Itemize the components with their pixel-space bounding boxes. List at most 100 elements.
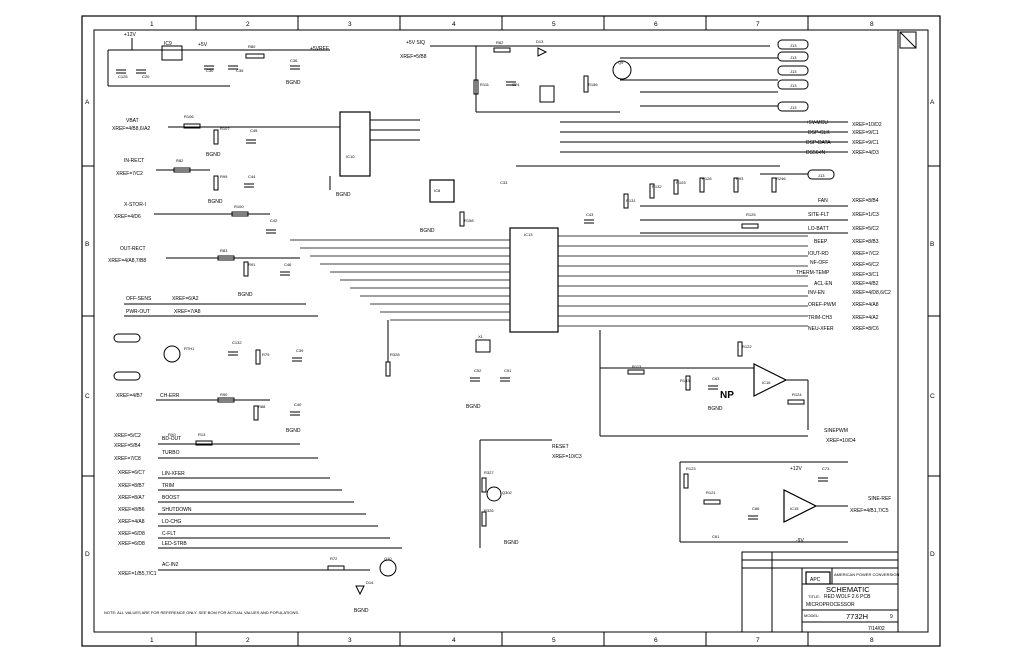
svg-text:RTH1: RTH1 (184, 346, 195, 351)
svg-text:XREF=6/C7: XREF=6/C7 (118, 470, 145, 476)
svg-text:2: 2 (246, 637, 250, 644)
svg-text:R122: R122 (742, 344, 752, 349)
svg-text:XREF=10/C3: XREF=10/C3 (552, 454, 582, 460)
svg-text:7: 7 (756, 637, 760, 644)
regulator-ic9 (161, 45, 183, 61)
sig-turbo: TURBO (162, 450, 180, 456)
svg-text:J13: J13 (790, 55, 797, 60)
row-markers: A B C D A B C D (82, 99, 940, 558)
svg-text:R90: R90 (220, 392, 228, 397)
svg-text:R93: R93 (736, 176, 744, 181)
v5siq-label: +5V SIQ (406, 40, 425, 46)
svg-text:BGND: BGND (206, 152, 221, 158)
xref-5v: XREF=5/B8 (400, 54, 427, 60)
q9-label: Q9 (618, 60, 624, 65)
svg-text:XREF=5/C2: XREF=5/C2 (114, 433, 141, 439)
svg-text:XREF=10/D4: XREF=10/D4 (826, 438, 856, 444)
svg-text:R107: R107 (220, 126, 230, 131)
svg-text:BGND: BGND (238, 292, 253, 298)
sig-site-flt: SITE-FLT (808, 212, 829, 218)
svg-text:R83: R83 (220, 248, 228, 253)
svg-text:XREF=8/B4: XREF=8/B4 (852, 198, 879, 204)
ic13-label: IC13 (524, 232, 533, 237)
svg-text:J13: J13 (790, 83, 797, 88)
svg-text:BGND: BGND (286, 428, 301, 434)
svg-text:R113: R113 (632, 364, 642, 369)
np-label: NP (720, 390, 734, 401)
opamp-ic16: IC16 R113 R133 C63 NP BGND R122 R124 SIN… (599, 330, 856, 444)
svg-text:3: 3 (348, 637, 352, 644)
ic10-package: IC10 BGND (329, 111, 420, 198)
reset-section: RESET XREF=10/C3 R327 Q302 R326 BGND (479, 439, 582, 548)
svg-text:RX0: RX0 (168, 432, 177, 437)
sig-inv-en: INV-EN (808, 290, 825, 296)
sig-off-sens: OFF-SENS (126, 296, 152, 302)
sig-beep: BEEP (814, 239, 828, 245)
crystal-section: X1 C52 C51 BGND R328 (385, 320, 512, 410)
svg-text:XREF=8/B7: XREF=8/B7 (118, 483, 145, 489)
col-1: 1 (150, 21, 154, 28)
svg-text:C61: C61 (712, 534, 720, 539)
svg-text:R133: R133 (680, 378, 690, 383)
sig-ds56: DS56-IN (806, 150, 826, 156)
sineref-label: SINE-REF (868, 496, 891, 502)
svg-text:XREF=6/C2: XREF=6/C2 (852, 262, 879, 268)
sig-dsp-data: DSP-DATA (806, 140, 831, 146)
sig-lo-chg: LO-CHG (162, 519, 182, 525)
col-7: 7 (756, 21, 760, 28)
svg-text:C40: C40 (294, 402, 302, 407)
svg-text:XREF=4/A8: XREF=4/A8 (852, 302, 879, 308)
left-signals: VBAT XREF=4/B8,6/A2 IN-RECT XREF=7/C2 X-… (108, 118, 402, 577)
svg-text:BGND: BGND (354, 608, 369, 614)
svg-text:XREF=7/A8: XREF=7/A8 (174, 309, 201, 315)
svg-text:C66: C66 (752, 506, 760, 511)
revision-panel (897, 29, 929, 633)
title-line-1: RED WOLF 2.6 PCB (824, 594, 871, 600)
svg-text:R125: R125 (746, 212, 756, 217)
svg-text:B: B (930, 241, 934, 248)
opamp-ic15: IC15 +12V -9V C73 SINE-REF XREF=4/B1,7/C… (679, 461, 891, 544)
r62-label: R62 (496, 40, 504, 45)
sig-lin-xfer: LIN-XFER (162, 471, 185, 477)
col-8: 8 (870, 21, 874, 28)
svg-text:R13: R13 (198, 432, 206, 437)
svg-text:J13: J13 (790, 43, 797, 48)
svg-text:R132: R132 (652, 184, 662, 189)
svg-text:A: A (930, 99, 935, 106)
sheet-number: 9 (890, 614, 893, 620)
svg-text:R103: R103 (676, 180, 686, 185)
svg-text:R131: R131 (626, 198, 636, 203)
svg-text:BGND: BGND (466, 404, 481, 410)
svg-text:J13: J13 (818, 173, 825, 178)
svg-text:XREF=1/C3: XREF=1/C3 (852, 212, 879, 218)
mcu-ic13: IC13 C43 (290, 212, 808, 333)
corner-mark (899, 31, 917, 49)
svg-text:XREF=10/D2: XREF=10/D2 (852, 122, 882, 128)
svg-text:BGND: BGND (336, 192, 351, 198)
crystal-x1 (475, 339, 491, 353)
sig-lo-batt: LO-BATT (808, 226, 829, 232)
svg-text:XREF=7/C8: XREF=7/C8 (114, 456, 141, 462)
svg-text:BGND: BGND (208, 199, 223, 205)
c35-label: C35 (236, 68, 244, 73)
sig-acl-en: ACL-EN (814, 281, 833, 287)
title-block: APC AMERICAN POWER CONVERSION SCHEMATIC … (741, 551, 899, 633)
svg-text:XREF=4/A2: XREF=4/A2 (852, 315, 879, 321)
col-6: 6 (654, 21, 658, 28)
svg-text:XREF=4/B2: XREF=4/B2 (852, 281, 879, 287)
svg-text:BGND: BGND (504, 540, 519, 546)
sig-vbat: VBAT (126, 118, 139, 124)
svg-text:J13: J13 (790, 105, 797, 110)
svg-text:8: 8 (870, 637, 874, 644)
bottom-left-xref: XREF=1/B5,7/C1 (118, 571, 157, 577)
sig-fan: FAN (818, 198, 828, 204)
svg-text:C44: C44 (248, 174, 256, 179)
bgnd-top: BGND (286, 80, 301, 86)
sig-dsp-clk: DSP-CLK (808, 130, 830, 136)
svg-text:BGND: BGND (420, 228, 435, 234)
sig-nf-off: NF-OFF (810, 260, 828, 266)
svg-text:D14: D14 (366, 580, 374, 585)
q9-symbol (612, 60, 632, 80)
svg-text:XREF=7/C2: XREF=7/C2 (116, 171, 143, 177)
